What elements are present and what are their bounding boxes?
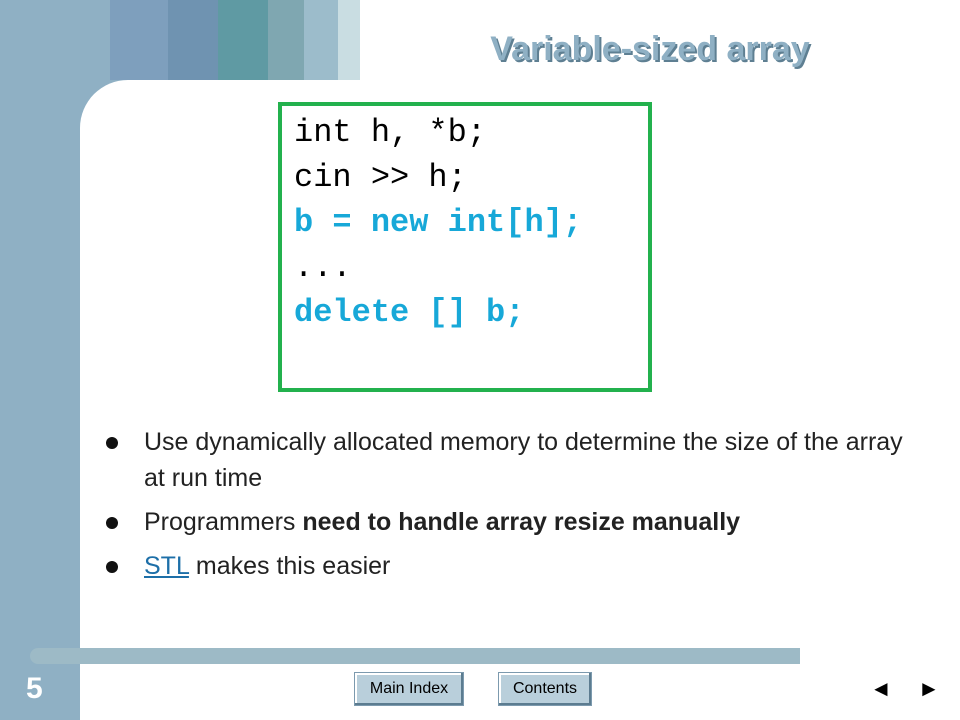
bullet-list: Use dynamically allocated memory to dete… xyxy=(104,424,904,592)
bullet-item: STL makes this easier xyxy=(104,548,904,584)
bullet-dot-icon xyxy=(106,561,118,573)
contents-button[interactable]: Contents xyxy=(498,672,592,706)
code-line: int h, *b; xyxy=(294,114,487,151)
main-index-button[interactable]: Main Index xyxy=(354,672,464,706)
bottom-bar xyxy=(30,648,800,664)
left-band xyxy=(0,0,80,720)
bullet-dot-icon xyxy=(106,517,118,529)
slide-title: Variable-sized array xyxy=(490,30,810,68)
bullet-dot-icon xyxy=(106,437,118,449)
bullet-text: makes this easier xyxy=(188,552,391,580)
bullet-text: Use dynamically allocated memory to dete… xyxy=(144,428,903,492)
code-line-highlight: b = new int[h]; xyxy=(294,204,583,241)
code-line: ... xyxy=(294,249,352,286)
bullet-item: Programmers need to handle array resize … xyxy=(104,504,904,540)
prev-arrow-icon[interactable]: ◄ xyxy=(870,676,892,701)
bullet-text: Programmers xyxy=(144,508,303,536)
code-line: cin >> h; xyxy=(294,159,467,196)
top-stripes xyxy=(80,0,360,80)
bullet-bold-text: need to handle array resize manually xyxy=(302,508,741,536)
code-box: int h, *b; cin >> h; b = new int[h]; ...… xyxy=(278,102,652,392)
next-arrow-icon[interactable]: ► xyxy=(918,676,940,701)
code-line-highlight: delete [] b; xyxy=(294,294,525,331)
stl-link[interactable]: STL xyxy=(144,552,189,580)
slide-number: 5 xyxy=(26,672,43,705)
bullet-item: Use dynamically allocated memory to dete… xyxy=(104,424,904,496)
